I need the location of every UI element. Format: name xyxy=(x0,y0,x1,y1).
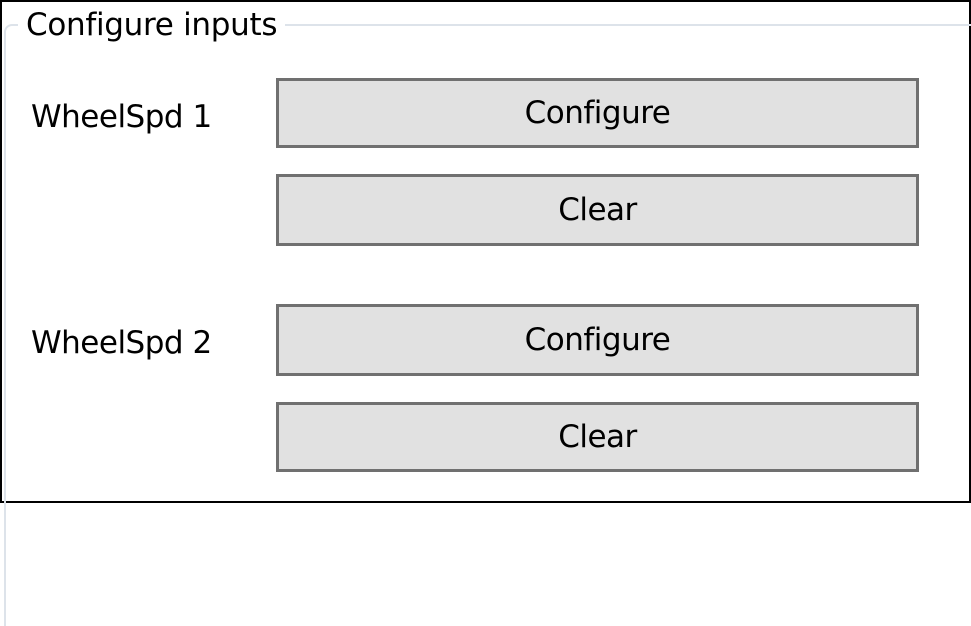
configure-button-wheelspd-2[interactable]: Configure xyxy=(276,304,919,376)
input-label-wheelspd-2: WheelSpd 2 xyxy=(31,325,212,361)
group-title: Configure inputs xyxy=(18,5,286,45)
configure-button-wheelspd-1[interactable]: Configure xyxy=(276,78,919,148)
clear-button-wheelspd-1[interactable]: Clear xyxy=(276,174,919,246)
clear-button-wheelspd-2[interactable]: Clear xyxy=(276,402,919,472)
input-label-wheelspd-1: WheelSpd 1 xyxy=(31,99,212,135)
groupbox-border xyxy=(4,24,971,626)
